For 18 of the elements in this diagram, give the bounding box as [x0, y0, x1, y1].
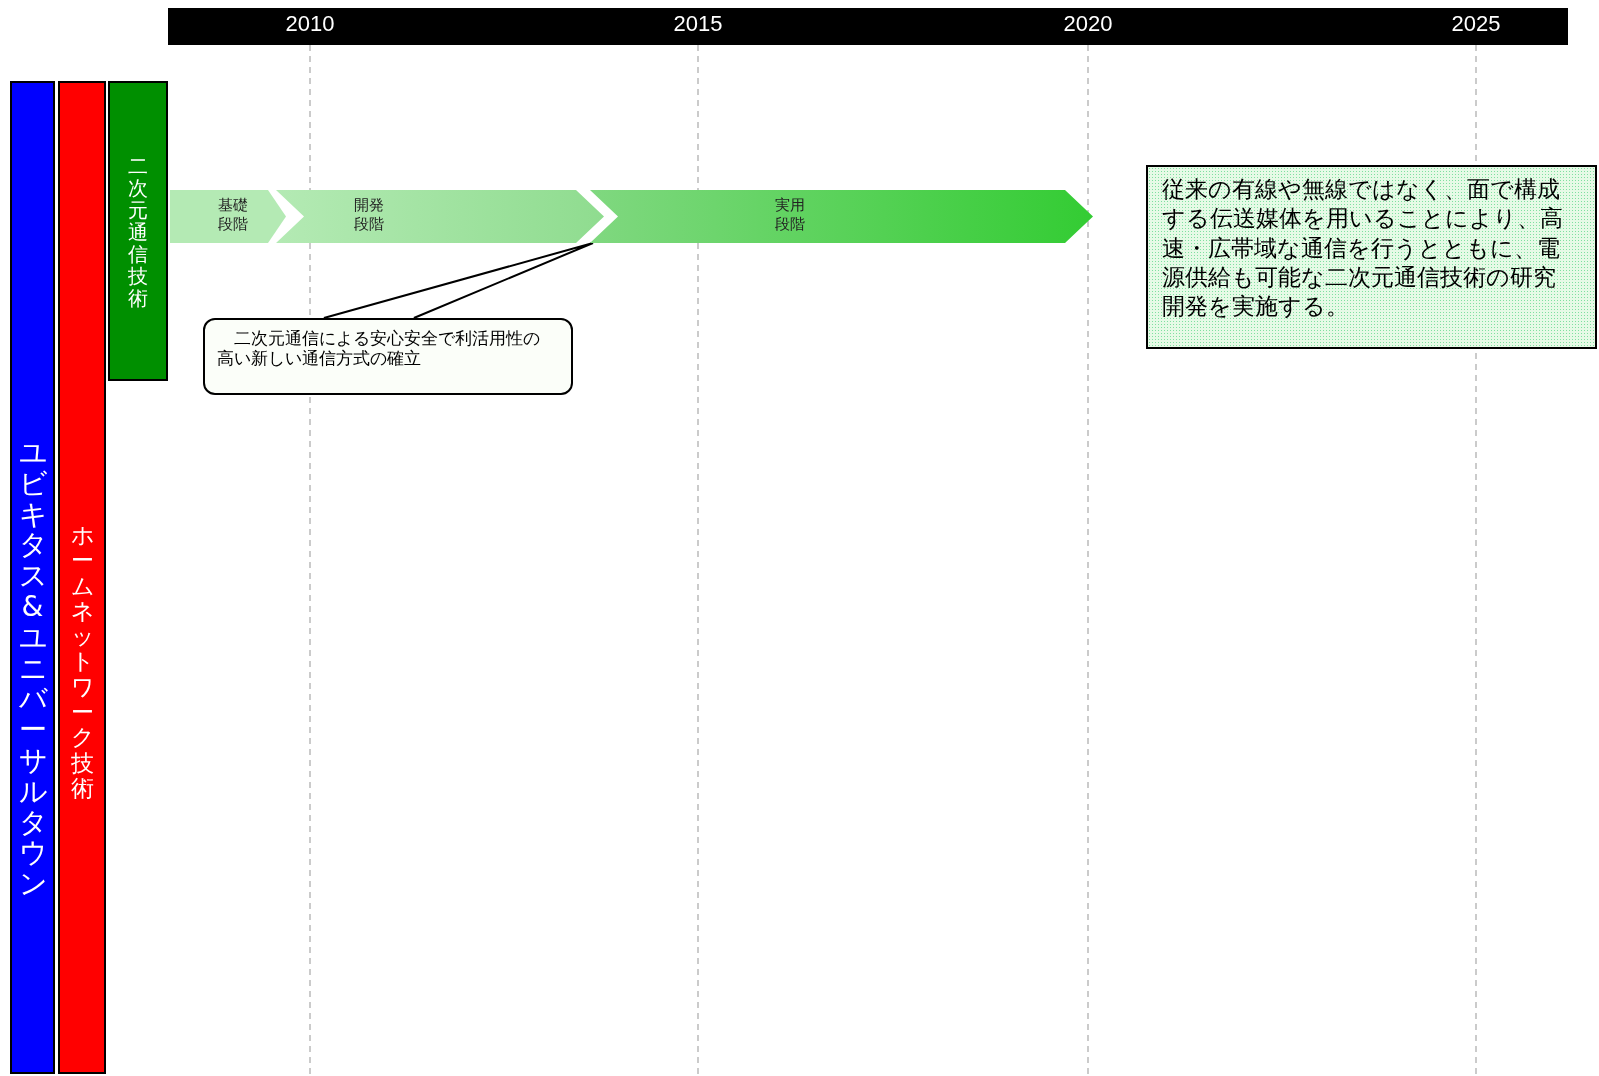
- description-box: [1146, 165, 1597, 349]
- band-label: ホームネットワーク技術: [70, 523, 94, 802]
- phase-label: 開発段階: [354, 196, 384, 234]
- year-label: 2010: [285, 11, 335, 37]
- phase-label: 基礎段階: [218, 196, 248, 234]
- year-label: 2025: [1451, 11, 1501, 37]
- category-band: [108, 81, 168, 381]
- year-label: 2015: [673, 11, 723, 37]
- category-band: [58, 81, 106, 1074]
- callout-text: 二次元通信による安心安全で利活用性の高い新しい通信方式の確立: [217, 328, 540, 369]
- band-label: ユビキタス&ユニバーサルタウン: [18, 438, 47, 900]
- band-label: 二次元通信技術: [128, 155, 148, 309]
- callout-bubble: [203, 318, 573, 395]
- callout-tail: [322, 242, 594, 319]
- phase-label: 実用段階: [775, 196, 805, 234]
- year-label: 2020: [1063, 11, 1113, 37]
- category-band: [10, 81, 55, 1074]
- description-text: 従来の有線や無線ではなく、面で構成する伝送媒体を用いることにより、高速・広帯域な通信を行うとともに、電源供給も可能な二次元通信技術の研究開発を実施する。: [1162, 176, 1563, 319]
